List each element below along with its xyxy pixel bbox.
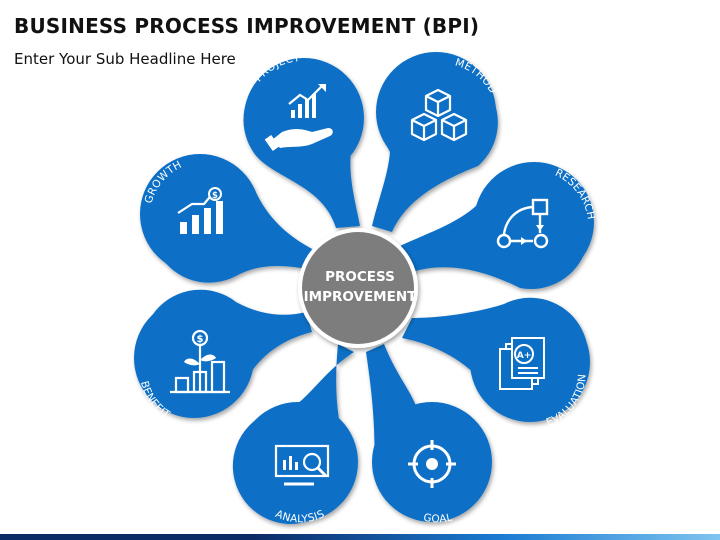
grade-report-icon: A+ xyxy=(499,337,545,390)
monitor-magnifier-icon xyxy=(274,444,330,486)
svg-text:A+: A+ xyxy=(517,351,532,361)
svg-text:$: $ xyxy=(212,191,218,201)
petal-method[interactable] xyxy=(372,52,498,233)
growth-bars-icon: $ xyxy=(177,187,223,234)
center-line-1: PROCESS xyxy=(325,269,395,285)
footer-bar xyxy=(0,534,720,540)
target-icon xyxy=(408,440,456,488)
label-analysis: ANALYSIS xyxy=(274,508,327,525)
center-line-2: IMPROVEMENT xyxy=(304,289,417,305)
petal-research[interactable] xyxy=(400,162,594,290)
footer-bar-light xyxy=(500,534,720,540)
page-title: BUSINESS PROCESS IMPROVEMENT (BPI) xyxy=(14,14,480,38)
page-subtitle: Enter Your Sub Headline Here xyxy=(14,50,236,68)
petal-benefit[interactable] xyxy=(134,289,312,418)
cubes-icon xyxy=(410,88,468,142)
flow-icon xyxy=(496,198,549,249)
hand-chart-icon xyxy=(264,84,333,152)
label-goal: GOAL xyxy=(422,511,453,525)
footer-bar-dark xyxy=(0,534,250,540)
svg-text:$: $ xyxy=(197,334,204,345)
center-node: PROCESS IMPROVEMENT xyxy=(298,228,418,348)
footer-bar-mid xyxy=(250,534,500,540)
money-plant-icon: $ xyxy=(170,329,230,394)
petal-growth[interactable] xyxy=(140,154,318,283)
